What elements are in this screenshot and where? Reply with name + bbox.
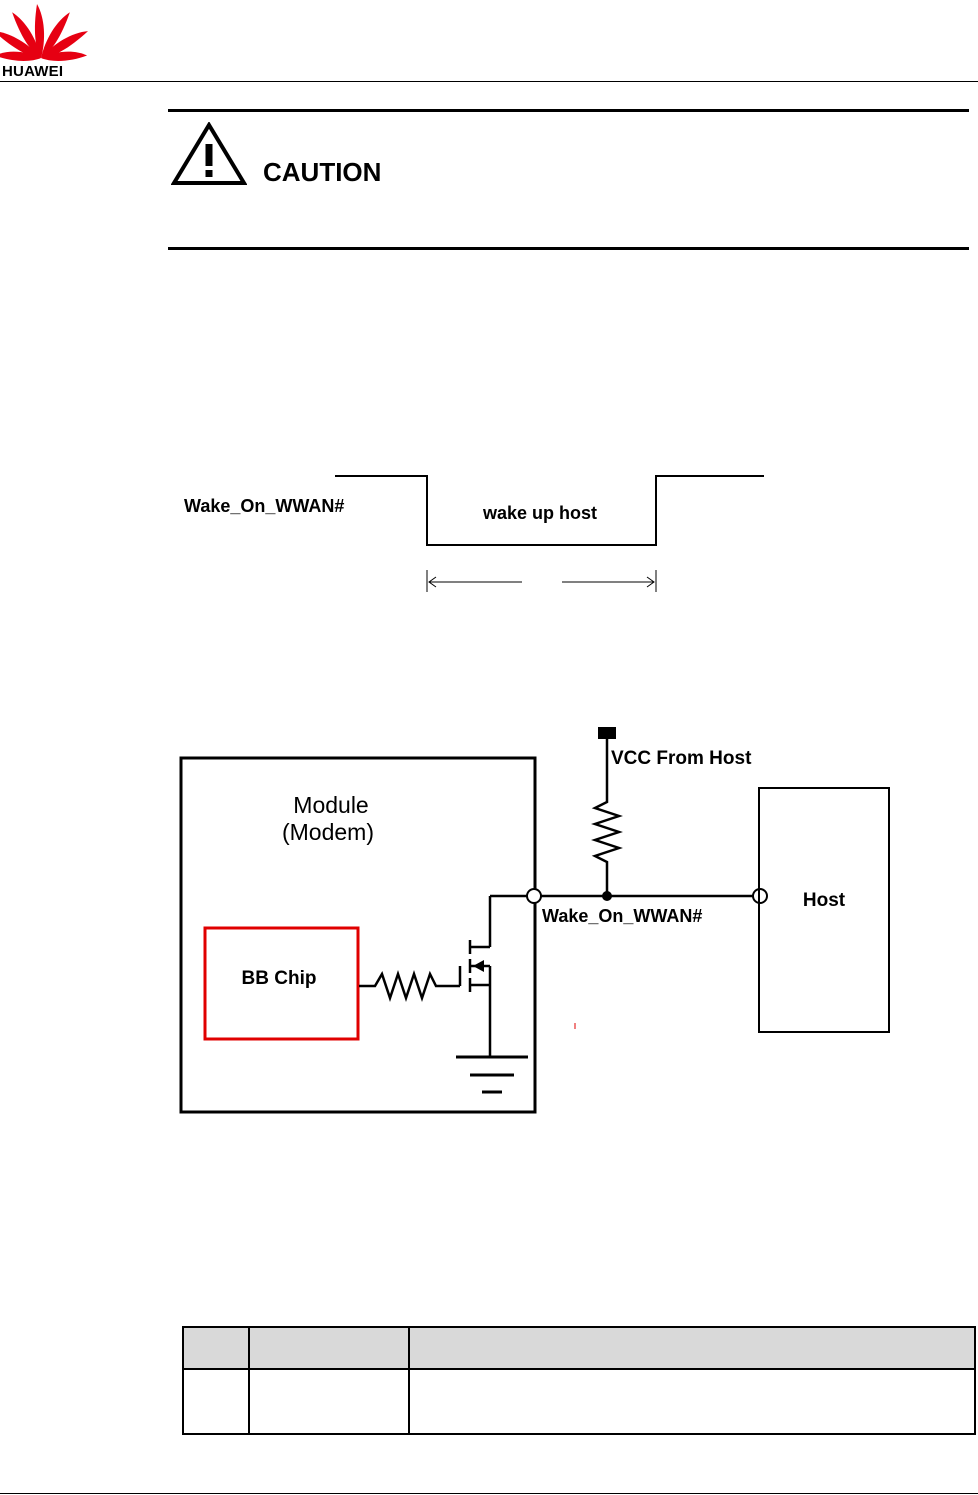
timing-signal-label: Wake_On_WWAN# bbox=[184, 496, 344, 516]
table-header-row bbox=[182, 1326, 976, 1370]
module-pin bbox=[526, 888, 542, 904]
caution-top-rule bbox=[168, 109, 969, 112]
host-box bbox=[758, 787, 890, 1033]
timing-diagram: Wake_On_WWAN# wake up host bbox=[184, 475, 764, 592]
bb-chip-label: BB Chip bbox=[242, 968, 317, 989]
footer-rule bbox=[0, 1493, 978, 1494]
table-header-cell bbox=[182, 1326, 250, 1370]
ground-symbol bbox=[456, 1055, 528, 1094]
wake-signal-waveform bbox=[335, 475, 764, 546]
vcc-terminal bbox=[598, 727, 616, 739]
mosfet-arrow bbox=[473, 960, 484, 972]
host-label: Host bbox=[803, 890, 846, 911]
huawei-logo bbox=[0, 4, 89, 61]
table-cell bbox=[408, 1368, 976, 1435]
table-row bbox=[182, 1368, 976, 1435]
warning-triangle-icon bbox=[171, 122, 247, 185]
brand-name: HUAWEI bbox=[2, 63, 64, 80]
pulse-label: wake up host bbox=[482, 503, 597, 523]
gate-resistor bbox=[359, 970, 460, 1002]
caution-label: CAUTION bbox=[263, 157, 382, 187]
table-header-cell bbox=[248, 1326, 410, 1370]
pulse-width-dimension bbox=[426, 570, 657, 592]
header-rule bbox=[0, 81, 978, 82]
table-cell bbox=[248, 1368, 410, 1435]
module-box bbox=[179, 756, 537, 1114]
mosfet-symbol bbox=[458, 894, 528, 1056]
circuit-signal-label: Wake_On_WWAN# bbox=[542, 906, 702, 926]
table-header-cell bbox=[408, 1326, 976, 1370]
module-label-line2: (Modem) bbox=[282, 819, 374, 845]
table-cell bbox=[182, 1368, 250, 1435]
signal-table bbox=[182, 1326, 976, 1435]
caution-bottom-rule bbox=[168, 247, 969, 250]
circuit-diagram: Module (Modem) BB Chip Wake_On_WWAN# VCC… bbox=[179, 727, 890, 1114]
vcc-label: VCC From Host bbox=[611, 748, 752, 769]
bb-chip-box bbox=[203, 926, 360, 1041]
pullup-resistor bbox=[591, 739, 623, 896]
module-label-line1: Module bbox=[293, 792, 368, 818]
